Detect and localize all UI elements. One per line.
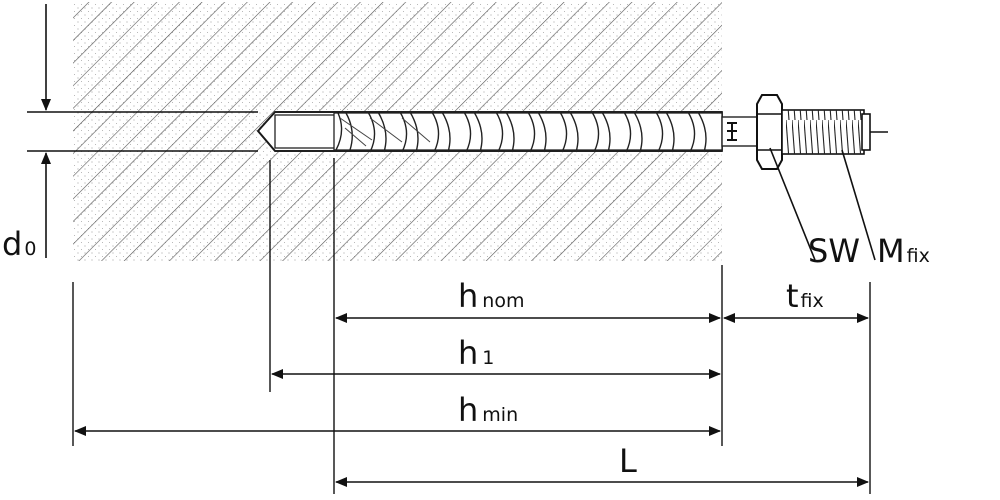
screw-anchor-icon [274,111,759,153]
threaded-stud-icon [781,109,888,155]
extension-lines [27,111,871,494]
dimension-lines [41,4,869,487]
label-sw: SW [808,232,860,270]
marking-icon [727,122,737,141]
hex-nut-icon [756,94,783,170]
label-L: L [619,442,637,480]
screw-thread [335,111,707,153]
leader-lines [769,147,876,261]
